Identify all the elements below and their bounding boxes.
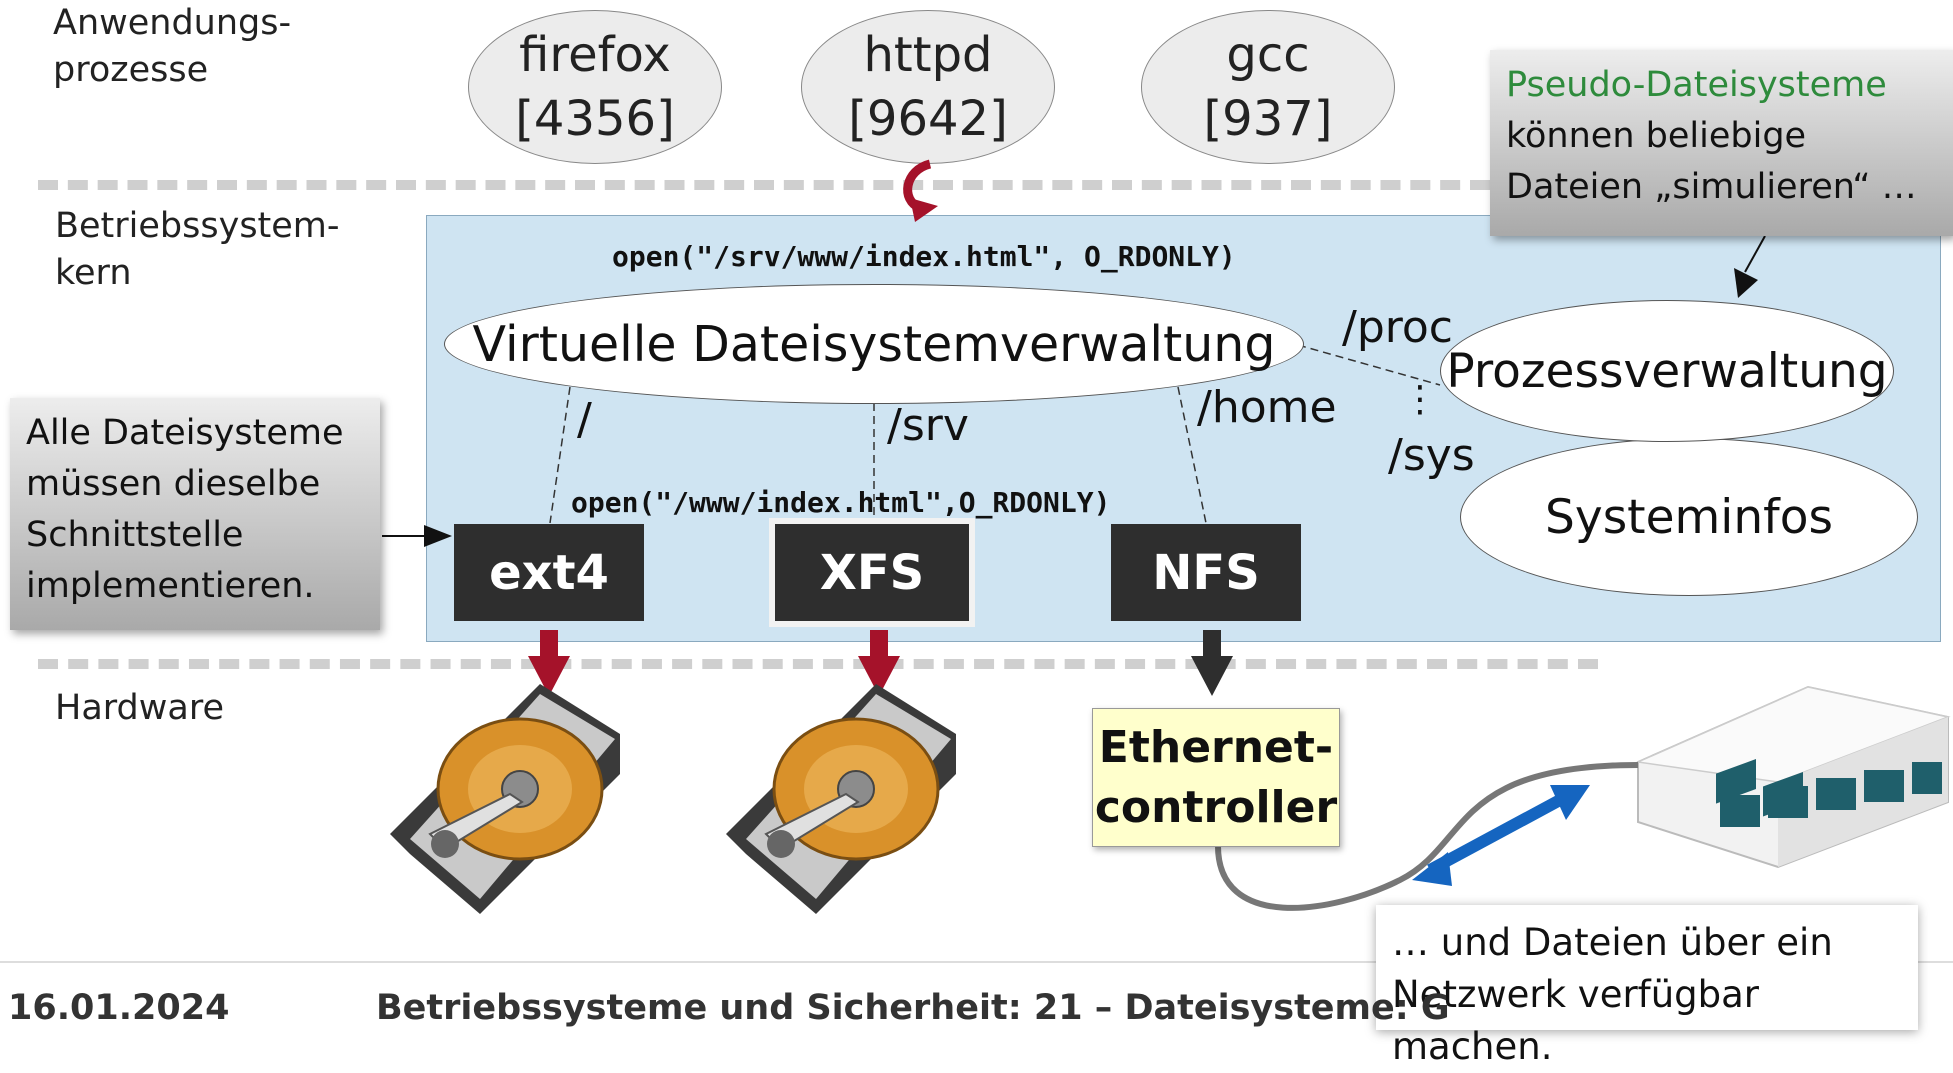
process-pid: [4356] <box>515 91 675 147</box>
separator-apps-kernel <box>38 180 1490 190</box>
fs-nfs: NFS <box>1111 524 1301 621</box>
pseudo-arrow <box>1734 268 1758 298</box>
process-mgmt-label: Prozessverwaltung <box>1446 343 1888 399</box>
callout-interface: Alle Dateisysteme müssen dieselbe Schnit… <box>10 398 380 630</box>
connector-home <box>1177 386 1207 524</box>
mount-sys: /sys <box>1388 430 1475 481</box>
process-pid: [9642] <box>848 91 1008 147</box>
sysinfo-ellipse: Systeminfos <box>1460 438 1918 596</box>
network-arrow <box>1427 794 1563 876</box>
vfs-ellipse: Virtuelle Dateisystemverwaltung <box>444 284 1304 404</box>
mount-ellipsis: ⋮ <box>1402 379 1438 420</box>
network-switch-icon <box>1635 685 1951 869</box>
interface-arrow <box>424 525 452 547</box>
process-name: gcc <box>1226 27 1310 83</box>
process-name: firefox <box>519 27 671 83</box>
mount-srv: /srv <box>887 400 969 451</box>
process-name: httpd <box>863 27 993 83</box>
vfs-label: Virtuelle Dateisystemverwaltung <box>472 315 1276 373</box>
process-pid: [937] <box>1203 91 1333 147</box>
fs-ext4: ext4 <box>454 524 644 621</box>
network-cable <box>1215 762 1639 911</box>
layer-label-kernel: Betriebssystem- kern <box>55 206 340 293</box>
syscall-fs: open("/www/index.html",O_RDONLY) <box>571 486 1111 519</box>
nfs-eth-arrow <box>1191 656 1233 696</box>
ext4-disk-arrow <box>528 656 570 696</box>
callout-pseudo-body: können beliebige Dateien „simulieren“ … <box>1506 116 1917 207</box>
callout-pseudo-title: Pseudo-Dateisysteme <box>1506 65 1887 105</box>
layer-label-apps: Anwendungs- prozesse <box>53 3 292 90</box>
process-gcc: gcc [937] <box>1141 10 1395 164</box>
switch-ports <box>1720 762 1942 827</box>
mount-root: / <box>577 394 592 445</box>
mount-home: /home <box>1197 382 1337 433</box>
sysinfo-label: Systeminfos <box>1545 489 1833 545</box>
callout-network: … und Dateien über ein Netzwerk verfügba… <box>1376 905 1918 1068</box>
xfs-disk-arrow <box>858 656 900 696</box>
syscall-top: open("/srv/www/index.html", O_RDONLY) <box>612 240 1236 273</box>
diagram-graphics <box>0 159 1953 963</box>
hard-disk-icon-1 <box>390 684 620 914</box>
separator-kernel-hardware <box>38 659 1598 669</box>
ethernet-controller: Ethernet- controller <box>1092 708 1340 847</box>
mount-proc: /proc <box>1342 302 1453 353</box>
process-httpd: httpd [9642] <box>801 10 1055 164</box>
fs-xfs: XFS <box>769 518 975 627</box>
layer-label-hardware: Hardware <box>55 688 224 728</box>
callout-pseudo-fs: Pseudo-Dateisysteme können beliebige Dat… <box>1490 50 1953 236</box>
footer-date: 16.01.2024 <box>8 988 230 1028</box>
hard-disk-icon-2 <box>726 684 956 914</box>
connector-proc <box>1297 344 1441 386</box>
process-mgmt-ellipse: Prozessverwaltung <box>1440 300 1894 442</box>
process-firefox: firefox [4356] <box>468 10 722 164</box>
connector-root <box>549 386 571 524</box>
footer-title: Betriebssysteme und Sicherheit: 21 – Dat… <box>376 988 1450 1028</box>
ethernet-label: Ethernet- controller <box>1094 721 1338 833</box>
